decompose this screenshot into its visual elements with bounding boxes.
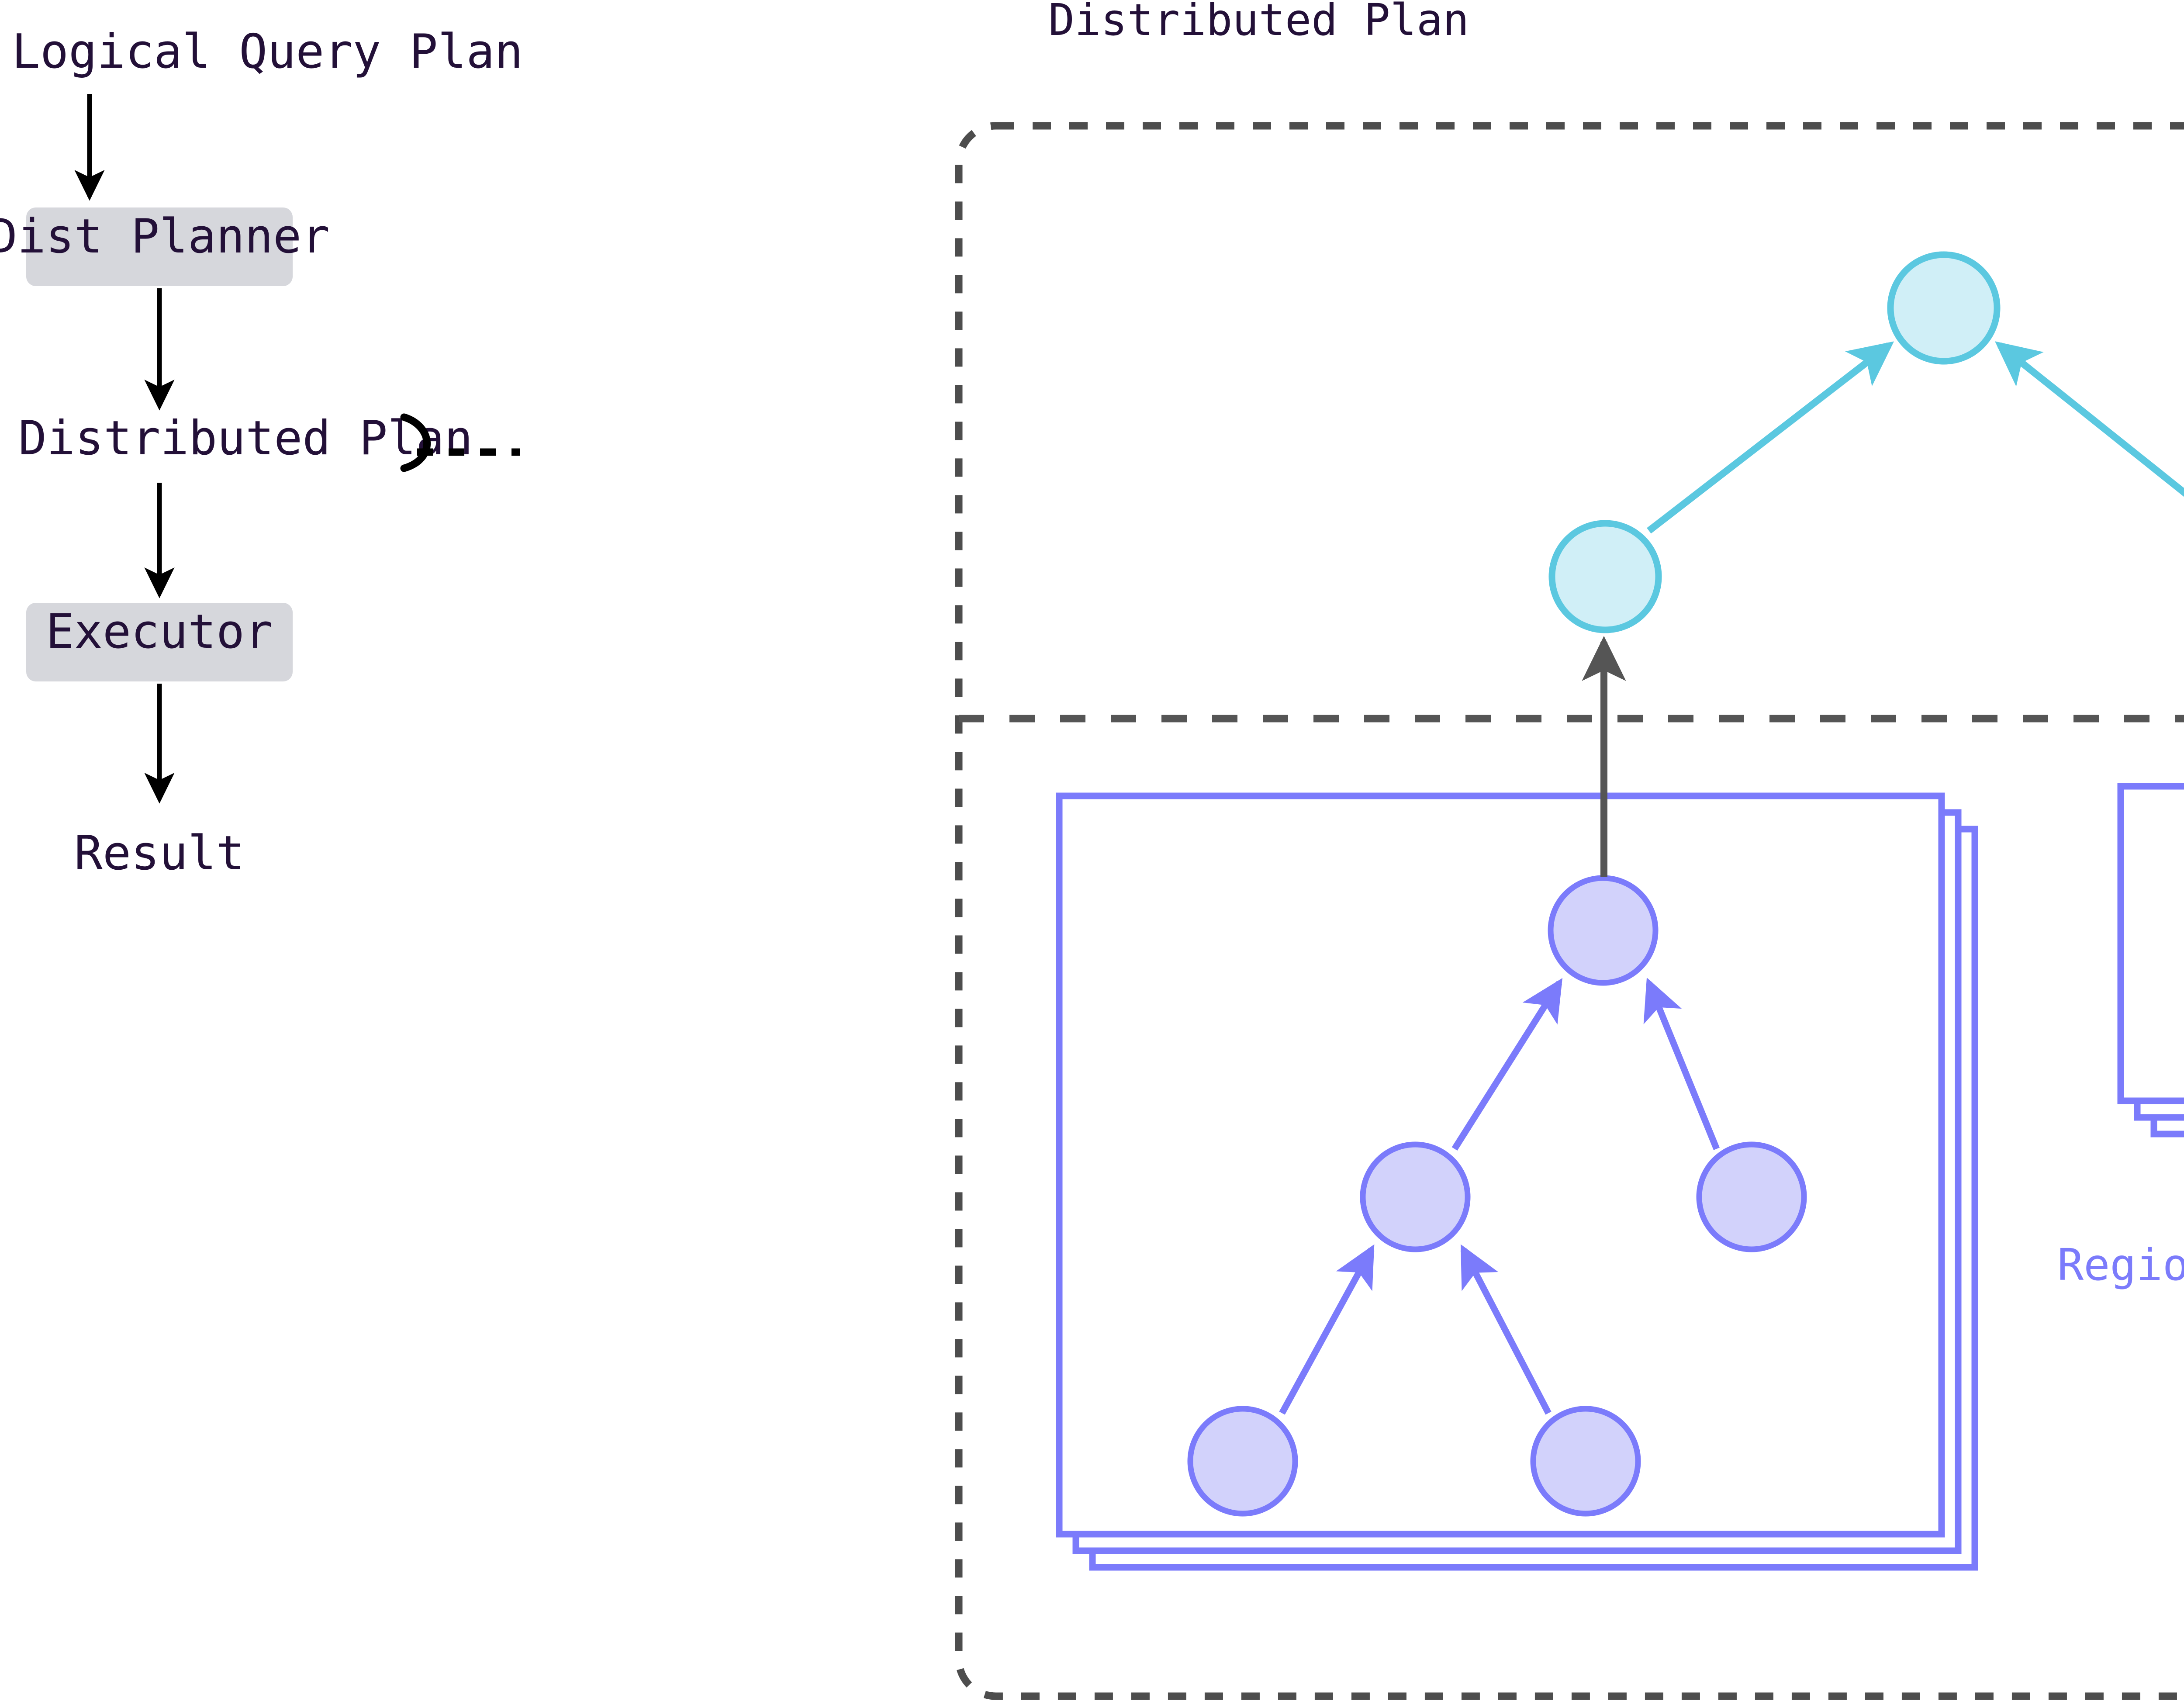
datanode-edge-mid-to-root — [1451, 978, 1563, 1151]
datanode-node-left-spare[interactable] — [1696, 1141, 1807, 1252]
frontend-edge-right-to-root — [1995, 341, 2184, 497]
cross-stage-arrow-overlays — [1582, 636, 1626, 877]
brace-connector-icon — [400, 413, 431, 472]
frontend-nodes — [1548, 251, 2001, 633]
frontend-edges — [1647, 341, 2184, 534]
pipeline-box-executor[interactable] — [26, 603, 293, 681]
region-right-layer-front[interactable] — [2117, 783, 2184, 1104]
region-group-right — [2117, 783, 2184, 1138]
pipeline-box-dist-planner[interactable] — [26, 207, 293, 286]
pipeline-step-result: Result — [74, 826, 245, 881]
pipeline-step-executor-label: Executor — [46, 605, 273, 659]
datanode-node-left-leaf2[interactable] — [1530, 1406, 1641, 1517]
pipeline-step-dist-planner-label: Dist Planner — [0, 209, 330, 264]
region-group-left — [1056, 792, 1978, 1571]
frontend-edge-left-to-root — [1647, 341, 1894, 534]
pipeline-step-distributed-plan: Distributed Plan — [18, 411, 473, 466]
group-title-distributed-plan: Distributed Plan — [1048, 0, 1469, 45]
datanode-node-left-root[interactable] — [1548, 875, 1659, 986]
distributed-plan-dashed-container — [955, 122, 2184, 1700]
regions-label: Regions — [2057, 1239, 2184, 1290]
datanode-node-left-mid[interactable] — [1360, 1141, 1471, 1252]
region-layer-front[interactable] — [1056, 792, 1945, 1538]
datanode-edge-leaf2-to-mid — [1460, 1244, 1552, 1415]
datanode-edge-spare-to-root — [1643, 977, 1720, 1150]
frontend-node-left[interactable] — [1548, 520, 1662, 633]
frontend-node-root[interactable] — [1887, 251, 2001, 365]
datanode-edge-leaf1-to-mid — [1279, 1244, 1375, 1415]
left-pipeline: Logical Query Plan Dist Planner Distribu… — [0, 24, 523, 881]
pipeline-step-logical-query-plan: Logical Query Plan — [12, 24, 523, 79]
datanode-node-left-leaf1[interactable] — [1187, 1406, 1298, 1517]
